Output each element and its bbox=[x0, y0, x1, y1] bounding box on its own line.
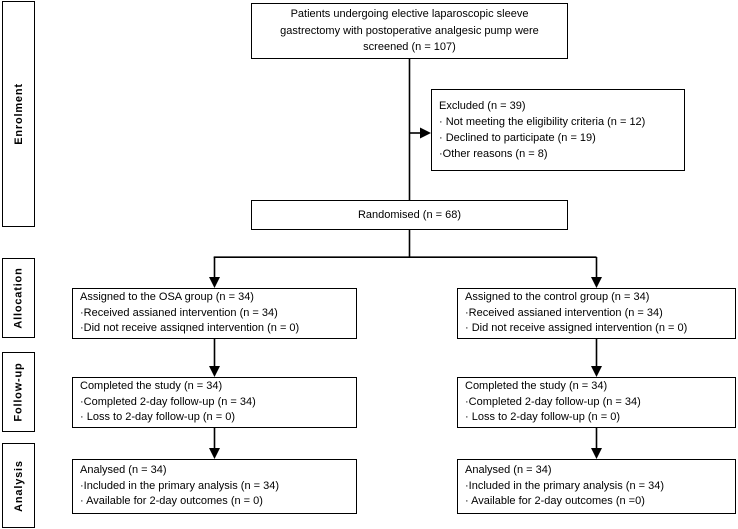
box-line: · Did not receive assigned intervention … bbox=[465, 322, 688, 335]
allocation-osa-box: Assigned to the OSA group (n = 34) ·Rece… bbox=[72, 288, 357, 339]
screened-box: Patients undergoing elective laparoscopi… bbox=[251, 3, 568, 59]
box-line: ·Other reasons (n = 8) bbox=[439, 148, 548, 160]
arrowhead-excluded bbox=[420, 127, 431, 139]
stage-box-enrolment: Enrolment bbox=[2, 1, 35, 227]
analysis-osa-box: Analysed (n = 34) ·Included in the prima… bbox=[72, 459, 357, 514]
box-line: Excluded (n = 39) bbox=[439, 100, 526, 112]
box-line: Completed the study (n = 34) bbox=[465, 380, 608, 393]
stage-box-followup: Follow-up bbox=[2, 352, 35, 432]
box-line: · Loss to 2-day follow-up (n = 0) bbox=[465, 411, 620, 424]
box-line: · Loss to 2-day follow-up (n = 0) bbox=[80, 411, 235, 424]
followup-control-box: Completed the study (n = 34) ·Completed … bbox=[457, 377, 736, 428]
arrowhead-allocation-left bbox=[209, 277, 220, 288]
box-line: Assigned to the OSA group (n = 34) bbox=[80, 291, 254, 304]
box-line: Assigned to the control group (n = 34) bbox=[465, 291, 650, 304]
box-line: ·Did not receive assiqned intervention (… bbox=[80, 322, 300, 335]
excluded-box: Excluded (n = 39) · Not meeting the elig… bbox=[431, 89, 685, 171]
box-line: Patients undergoing elective laparoscopi… bbox=[290, 8, 529, 21]
randomised-box: Randomised (n = 68) bbox=[251, 200, 568, 230]
box-line: Analysed (n = 34) bbox=[465, 464, 552, 477]
box-line: Completed the study (n = 34) bbox=[80, 380, 223, 393]
box-line: ·Received assianed intervention (n = 34) bbox=[465, 306, 663, 319]
box-line: · Available for 2-day outcomes (n =0) bbox=[465, 495, 645, 508]
stage-label-followup: Follow-up bbox=[12, 362, 25, 422]
stage-box-allocation: Allocation bbox=[2, 258, 35, 338]
analysis-control-box: Analysed (n = 34) ·Included in the prima… bbox=[457, 459, 736, 514]
box-line: ·Included in the primary analysis (n = 3… bbox=[465, 479, 665, 492]
box-line: ·Completed 2-day follow-up (n = 34) bbox=[465, 395, 641, 408]
arrowhead-allocation-right bbox=[591, 277, 602, 288]
followup-osa-box: Completed the study (n = 34) ·Completed … bbox=[72, 377, 357, 428]
box-line: · Available for 2-day outcomes (n = 0) bbox=[80, 495, 263, 508]
stage-label-allocation: Allocation bbox=[12, 267, 25, 329]
box-line: gastrectomy with postoperative analgesic… bbox=[280, 24, 539, 37]
box-line: Analysed (n = 34) bbox=[80, 464, 167, 477]
box-line: ·Completed 2-day follow-up (n = 34) bbox=[80, 395, 256, 408]
allocation-control-box: Assigned to the control group (n = 34) ·… bbox=[457, 288, 736, 339]
arrowhead-followup-right bbox=[591, 366, 602, 377]
stage-label-enrolment: Enrolment bbox=[12, 83, 25, 145]
box-line: Randomised (n = 68) bbox=[357, 208, 462, 221]
arrowhead-analysis-left bbox=[209, 448, 220, 459]
arrowhead-followup-left bbox=[209, 366, 220, 377]
box-line: screened (n = 107) bbox=[363, 41, 456, 54]
arrowhead-analysis-right bbox=[591, 448, 602, 459]
box-line: · Not meeting the eligibility criteria (… bbox=[439, 116, 646, 128]
box-line: · Declined to participate (n = 19) bbox=[439, 132, 596, 144]
stage-box-analysis: Analysis bbox=[2, 443, 35, 528]
box-line: ·Received assianed intervention (n = 34) bbox=[80, 306, 278, 319]
stage-label-analysis: Analysis bbox=[12, 459, 25, 512]
box-line: ·Included in the primary analysis (n = 3… bbox=[80, 479, 280, 492]
